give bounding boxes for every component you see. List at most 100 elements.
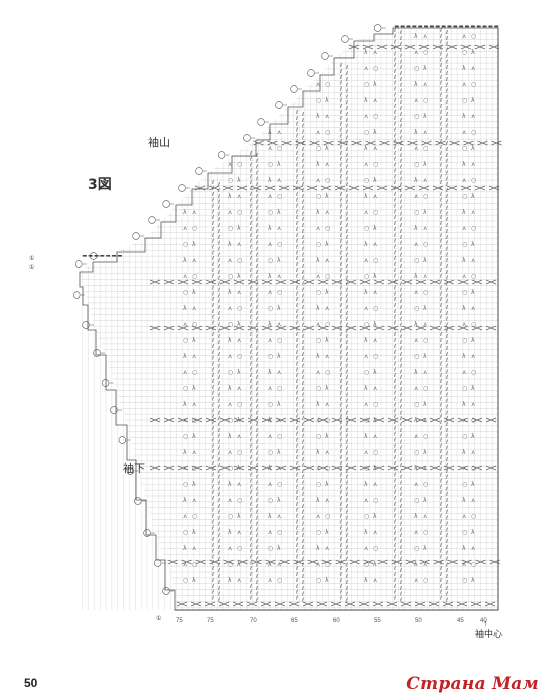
lace-stitch-symbol: ○	[183, 577, 188, 584]
twist-stitch-symbol: ℓ	[249, 408, 252, 414]
cable-cross-symbol	[475, 559, 486, 565]
lace-stitch-symbol: ⋏	[316, 273, 321, 280]
twist-stitch-symbol: ℓ	[339, 438, 342, 444]
cable-cross-symbol	[307, 559, 318, 565]
twist-stitch-symbol: ℓ	[339, 104, 342, 110]
cable-cross-symbol	[474, 185, 486, 191]
twist-stitch-symbol: ℓ	[249, 426, 252, 432]
twist-stitch-symbol: ℓ	[249, 484, 252, 490]
lace-stitch-symbol: ○	[316, 481, 321, 488]
twist-stitch-symbol: ℓ	[301, 159, 304, 165]
twist-stitch-symbol: ℓ	[399, 30, 402, 36]
lace-stitch-symbol: λ	[471, 97, 475, 104]
twist-stitch-symbol: ℓ	[439, 432, 442, 438]
lace-stitch-symbol: ○	[192, 321, 197, 328]
twist-stitch-symbol: ℓ	[249, 438, 252, 444]
lace-stitch-symbol: λ	[325, 289, 329, 296]
twist-stitch-symbol: ℓ	[439, 250, 442, 256]
twist-stitch-symbol: ℓ	[445, 83, 448, 89]
twist-stitch-symbol: ℓ	[255, 264, 258, 270]
lace-stitch-symbol: λ	[228, 577, 232, 584]
twist-stitch-symbol: ℓ	[295, 303, 298, 309]
lace-stitch-symbol: ○	[192, 465, 197, 472]
twist-stitch-symbol: ℓ	[211, 402, 214, 408]
cable-cross-symbol	[419, 559, 430, 565]
twist-stitch-symbol: ℓ	[399, 480, 402, 486]
twist-stitch-symbol: ℓ	[217, 246, 220, 252]
twist-stitch-symbol: ℓ	[249, 168, 252, 174]
twist-stitch-symbol: ℓ	[295, 326, 298, 332]
twist-stitch-symbol: ℓ	[301, 574, 304, 580]
bindoff-mark	[465, 25, 469, 28]
cable-cross-symbol	[219, 279, 231, 285]
twist-stitch-symbol: ℓ	[249, 397, 252, 403]
twist-stitch-symbol: ℓ	[339, 209, 342, 215]
lace-stitch-symbol: λ	[364, 145, 368, 152]
lace-stitch-symbol: ○	[325, 417, 330, 424]
twist-stitch-symbol: ℓ	[393, 438, 396, 444]
cable-cross-symbol	[349, 559, 360, 565]
twist-stitch-symbol: ℓ	[211, 274, 214, 280]
twist-stitch-symbol: ℓ	[211, 356, 214, 362]
twist-stitch-symbol: ℓ	[295, 467, 298, 473]
lace-stitch-symbol: λ	[277, 353, 281, 360]
twist-stitch-symbol: ℓ	[301, 580, 304, 586]
twist-stitch-symbol: ℓ	[301, 399, 304, 405]
lace-stitch-symbol: ⋏	[423, 417, 428, 424]
twist-stitch-symbol: ℓ	[345, 475, 348, 481]
twist-stitch-symbol: ℓ	[255, 592, 258, 598]
twist-stitch-symbol: ℓ	[301, 293, 304, 299]
lace-stitch-symbol: ⋏	[183, 417, 188, 424]
lace-stitch-symbol: ⋏	[268, 385, 273, 392]
twist-stitch-symbol: ℓ	[211, 250, 214, 256]
twist-stitch-symbol: ℓ	[439, 46, 442, 52]
twist-stitch-symbol: ℓ	[345, 451, 348, 457]
twist-stitch-symbol: ℓ	[399, 510, 402, 516]
cable-cross-symbol	[401, 325, 413, 331]
cable-cross-symbol	[373, 325, 385, 331]
twist-stitch-symbol: ℓ	[439, 57, 442, 63]
lace-stitch-symbol: ○	[228, 513, 233, 520]
stitch-count-label: 70	[250, 618, 257, 624]
lace-stitch-symbol: ○	[192, 417, 197, 424]
lace-stitch-symbol: ⋏	[373, 577, 378, 584]
twist-stitch-symbol: ℓ	[301, 124, 304, 130]
twist-stitch-symbol: ℓ	[211, 496, 214, 502]
twist-stitch-symbol: ℓ	[295, 414, 298, 420]
twist-stitch-symbol: ℓ	[393, 361, 396, 367]
twist-stitch-symbol: ℓ	[295, 110, 298, 116]
lace-stitch-symbol: λ	[277, 209, 281, 216]
lace-stitch-symbol: ⋏	[364, 113, 369, 120]
lace-stitch-symbol: ○	[471, 273, 476, 280]
lace-stitch-symbol: ○	[364, 177, 369, 184]
twist-stitch-symbol: ℓ	[345, 217, 348, 223]
cable-cross-symbol	[447, 559, 458, 565]
row-marker-circle	[321, 52, 329, 60]
twist-stitch-symbol: ℓ	[211, 572, 214, 578]
lace-stitch-symbol: ○	[471, 465, 476, 472]
lace-stitch-symbol: ○	[471, 561, 476, 568]
twist-stitch-symbol: ℓ	[217, 533, 220, 539]
twist-stitch-symbol: ℓ	[399, 200, 402, 206]
twist-stitch-symbol: ℓ	[249, 256, 252, 262]
twist-stitch-symbol: ℓ	[345, 469, 348, 475]
twist-stitch-symbol: ℓ	[345, 404, 348, 410]
cable-cross-symbol	[265, 559, 276, 565]
twist-stitch-symbol: ℓ	[339, 145, 342, 151]
twist-stitch-symbol: ℓ	[399, 153, 402, 159]
lace-stitch-symbol: ○	[268, 209, 273, 216]
lace-stitch-symbol: ○	[237, 353, 242, 360]
twist-stitch-symbol: ℓ	[439, 256, 442, 262]
twist-stitch-symbol: ℓ	[445, 48, 448, 54]
twist-stitch-symbol: ℓ	[301, 305, 304, 311]
twist-stitch-symbol: ℓ	[399, 521, 402, 527]
twist-stitch-symbol: ℓ	[295, 514, 298, 520]
twist-stitch-symbol: ℓ	[211, 239, 214, 245]
lace-stitch-symbol: λ	[277, 497, 281, 504]
twist-stitch-symbol: ℓ	[255, 469, 258, 475]
twist-stitch-symbol: ℓ	[399, 562, 402, 568]
twist-stitch-symbol: ℓ	[301, 475, 304, 481]
cable-cross-symbol	[247, 279, 259, 285]
twist-stitch-symbol: ℓ	[249, 584, 252, 590]
cable-cross-symbol	[351, 140, 362, 146]
